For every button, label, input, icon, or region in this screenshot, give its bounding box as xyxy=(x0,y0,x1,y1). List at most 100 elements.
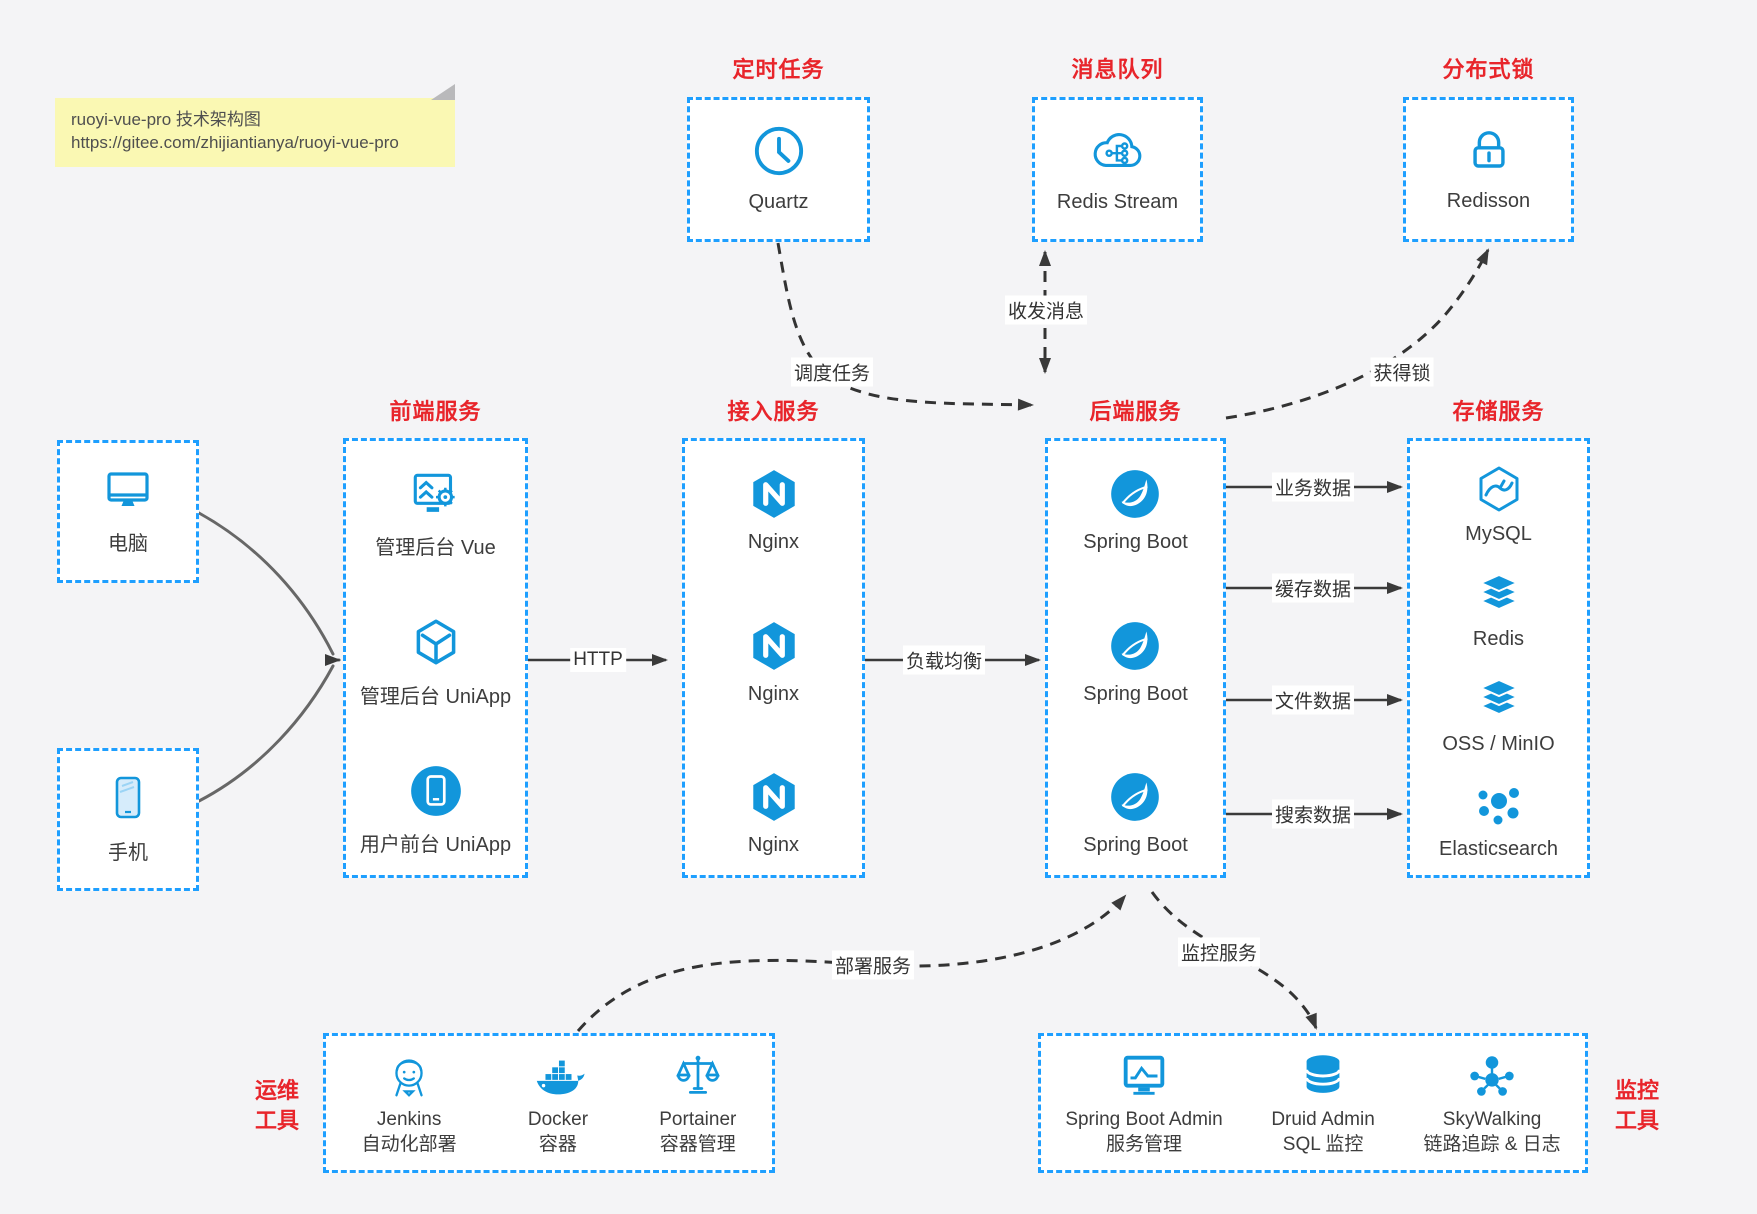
edge-label-message: 收发消息 xyxy=(1004,295,1088,325)
item-label: Redis Stream xyxy=(1056,190,1179,213)
group-title-message-queue: 消息队列 xyxy=(1071,57,1164,82)
storage-item-oss-minio: OSS / MinIO xyxy=(1442,671,1555,756)
spring-boot-admin-icon xyxy=(1123,1055,1165,1095)
elasticsearch-icon xyxy=(1478,788,1519,825)
edge-label-schedule: 调度任务 xyxy=(790,357,874,387)
item-label: Redis xyxy=(1472,628,1525,650)
nginx-icon xyxy=(752,773,795,821)
portainer-icon xyxy=(675,1055,720,1094)
acquire-lock-arrow xyxy=(1225,248,1490,420)
tool-name: Spring Boot Admin xyxy=(1065,1108,1223,1130)
item-label: 手机 xyxy=(108,841,148,864)
tool-desc: 容器管理 xyxy=(659,1134,736,1155)
edge-label-search-data: 搜索数据 xyxy=(1271,799,1355,829)
redis-stream-box: Redis Stream xyxy=(1032,97,1203,242)
tool-name: SkyWalking xyxy=(1442,1108,1542,1130)
note-url: https://gitee.com/zhijiantianya/ruoyi-vu… xyxy=(71,133,399,152)
item-label: 管理后台 Vue xyxy=(375,537,496,559)
monitor-item-spring-boot-admin: Spring Boot Admin 服务管理 xyxy=(1065,1049,1223,1157)
desktop-icon xyxy=(107,471,149,506)
edge-label-file-data: 文件数据 xyxy=(1271,685,1355,715)
edge-label-http: HTTP xyxy=(570,648,626,672)
user-uniapp-icon xyxy=(410,766,461,816)
edge-label-business-data: 业务数据 xyxy=(1271,472,1355,502)
tool-name: Druid Admin xyxy=(1271,1108,1375,1130)
tool-desc: 容器 xyxy=(538,1134,577,1155)
quartz-box: Quartz xyxy=(687,97,870,242)
item-label: 用户前台 UniApp xyxy=(359,834,512,856)
group-title-storage: 存储服务 xyxy=(1452,399,1545,424)
tool-name: Docker xyxy=(527,1108,589,1130)
nginx-icon xyxy=(752,470,795,518)
sticky-note: ruoyi-vue-pro 技术架构图 https://gitee.com/zh… xyxy=(55,98,455,167)
monitor-item-druid: Druid Admin SQL 监控 xyxy=(1271,1049,1375,1157)
item-label: Nginx xyxy=(747,531,800,553)
access-services-box: Nginx Nginx Nginx xyxy=(682,438,865,878)
druid-icon xyxy=(1305,1055,1341,1093)
tool-name: Jenkins xyxy=(376,1108,442,1130)
frontend-item-admin-vue: 管理后台 Vue xyxy=(375,465,496,560)
item-label: Spring Boot xyxy=(1083,834,1188,856)
item-label: Nginx xyxy=(747,834,800,856)
jenkins-icon xyxy=(395,1059,423,1097)
frontend-item-admin-uniapp: 管理后台 UniApp xyxy=(360,614,511,709)
storage-item-mysql: MySQL xyxy=(1465,461,1532,546)
ops-tools-side-label: 运维 工具 xyxy=(254,1078,299,1133)
group-title-distributed-lock: 分布式锁 xyxy=(1442,57,1535,82)
skywalking-icon xyxy=(1470,1056,1514,1096)
note-title: ruoyi-vue-pro 技术架构图 xyxy=(71,110,261,129)
group-title-access: 接入服务 xyxy=(727,399,820,424)
monitor-item-skywalking: SkyWalking 链路追踪 & 日志 xyxy=(1423,1049,1561,1157)
item-label: 电脑 xyxy=(108,532,148,555)
uniapp-cube-icon xyxy=(416,618,455,664)
item-label: Quartz xyxy=(748,190,809,213)
frontend-services-box: 管理后台 Vue 管理后台 UniApp 用户前台 UniApp xyxy=(343,438,528,878)
tool-desc: 服务管理 xyxy=(1105,1134,1182,1155)
phone-client-box: 手机 xyxy=(57,748,199,891)
ops-item-jenkins: Jenkins 自动化部署 xyxy=(362,1049,457,1157)
access-item-nginx-3: Nginx xyxy=(745,768,803,857)
ops-tools-box: Jenkins 自动化部署 Docker 容器 xyxy=(323,1033,775,1173)
mq-cloud-icon xyxy=(1093,132,1141,167)
item-label: Redisson xyxy=(1446,189,1531,212)
backend-item-spring-3: Spring Boot xyxy=(1083,768,1188,857)
pc-client-box: 电脑 xyxy=(57,440,199,583)
phone-to-frontend-curve xyxy=(197,664,335,803)
edge-label-cache-data: 缓存数据 xyxy=(1271,573,1355,603)
monitor-service-arrow xyxy=(1150,891,1318,1030)
edge-label-deploy: 部署服务 xyxy=(831,950,915,980)
item-label: Elasticsearch xyxy=(1439,838,1558,860)
tool-desc: SQL 监控 xyxy=(1282,1134,1364,1155)
access-item-nginx-2: Nginx xyxy=(745,617,803,706)
admin-vue-icon xyxy=(413,473,455,512)
mysql-icon xyxy=(1479,466,1518,512)
group-title-backend: 后端服务 xyxy=(1089,399,1182,424)
item-label: MySQL xyxy=(1465,523,1532,545)
tool-desc: 链路追踪 & 日志 xyxy=(1423,1134,1561,1155)
mobile-icon xyxy=(115,776,141,818)
backend-services-box: Spring Boot Spring Boot Spring Boot xyxy=(1045,438,1226,878)
access-item-nginx-1: Nginx xyxy=(745,465,803,554)
oss-icon xyxy=(1478,678,1519,716)
lock-icon xyxy=(1472,130,1505,168)
item-label: Spring Boot xyxy=(1083,682,1188,705)
monitor-tools-side-label: 监控 工具 xyxy=(1614,1078,1659,1133)
item-label: Nginx xyxy=(747,682,800,705)
ops-item-portainer: Portainer 容器管理 xyxy=(659,1049,736,1157)
edge-label-monitor: 监控服务 xyxy=(1177,937,1261,967)
storage-item-elasticsearch: Elasticsearch xyxy=(1439,776,1558,861)
storage-item-redis: Redis xyxy=(1470,566,1528,651)
pc-to-frontend-curve xyxy=(197,511,335,656)
ops-item-docker: Docker 容器 xyxy=(528,1049,588,1157)
monitor-tools-box: Spring Boot Admin 服务管理 Druid Admin SQL 监… xyxy=(1038,1033,1588,1173)
clock-icon xyxy=(754,126,803,175)
backend-item-spring-1: Spring Boot xyxy=(1083,465,1188,554)
frontend-item-user-uniapp: 用户前台 UniApp xyxy=(360,762,511,857)
spring-boot-icon xyxy=(1111,470,1160,518)
spring-boot-icon xyxy=(1111,773,1160,821)
redisson-box: Redisson xyxy=(1403,97,1574,242)
item-label: Spring Boot xyxy=(1083,531,1188,553)
nginx-icon xyxy=(752,621,795,670)
redis-icon xyxy=(1478,573,1519,611)
